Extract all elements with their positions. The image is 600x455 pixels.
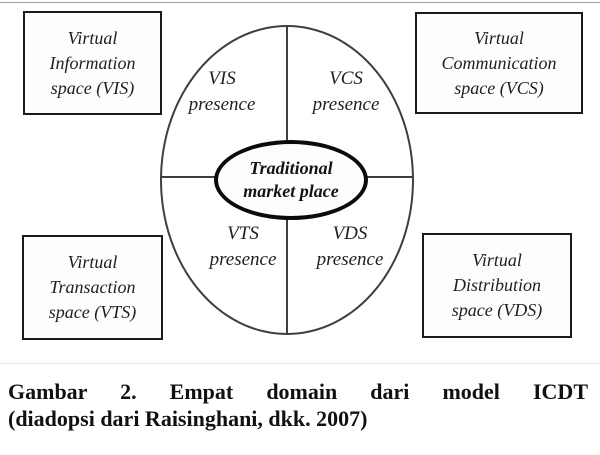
quadrant-line: VTS xyxy=(227,223,259,244)
quadrant-line: VDS xyxy=(332,223,368,244)
box-line: Virtual xyxy=(472,250,522,270)
box-virtual-distribution-space: Virtual Distribution space (VDS) xyxy=(422,233,572,338)
figure-caption: Gambar 2. Empat domain dari model ICDT (… xyxy=(8,378,588,432)
quadrant-line: VIS xyxy=(208,68,236,89)
quadrant-line: presence xyxy=(312,94,380,115)
center-line: Traditional xyxy=(249,158,333,178)
box-virtual-communication-space: Virtual Communication space (VCS) xyxy=(415,12,583,114)
scan-artifact-line-top xyxy=(0,2,600,3)
scan-artifact-line-middle xyxy=(0,363,600,364)
box-line: space (VIS) xyxy=(50,77,135,98)
box-virtual-information-space: Virtual Information space (VIS) xyxy=(23,11,162,115)
box-line: space (VTS) xyxy=(48,302,137,322)
box-line: Virtual xyxy=(67,252,118,272)
center-line: market place xyxy=(243,181,339,201)
box-line: Communication xyxy=(441,52,557,73)
quadrant-line: VCS xyxy=(329,68,363,89)
quadrant-line: presence xyxy=(209,249,277,270)
outer-ellipse xyxy=(160,25,414,335)
box-line: Information xyxy=(49,52,136,73)
box-line: Transaction xyxy=(49,277,136,297)
box-virtual-transaction-space: Virtual Transaction space (VTS) xyxy=(22,235,163,340)
box-line: space (VDS) xyxy=(451,300,543,320)
quadrant-vts-presence: VTS presence xyxy=(178,221,308,273)
quadrant-vcs-presence: VCS presence xyxy=(281,66,411,118)
quadrant-vis-presence: VIS presence xyxy=(157,66,287,118)
box-line: Distribution xyxy=(452,275,541,295)
box-line: Virtual xyxy=(67,27,118,48)
quadrant-line: presence xyxy=(188,94,256,115)
traditional-market-place-ellipse: Traditional market place xyxy=(214,140,368,220)
box-line: Virtual xyxy=(474,27,524,48)
box-line: space (VCS) xyxy=(454,77,544,98)
quadrant-vds-presence: VDS presence xyxy=(285,221,415,273)
caption-line-2: (diadopsi dari Raisinghani, dkk. 2007) xyxy=(8,406,368,431)
quadrant-line: presence xyxy=(316,249,384,270)
caption-line-1: Gambar 2. Empat domain dari model ICDT xyxy=(8,379,588,404)
